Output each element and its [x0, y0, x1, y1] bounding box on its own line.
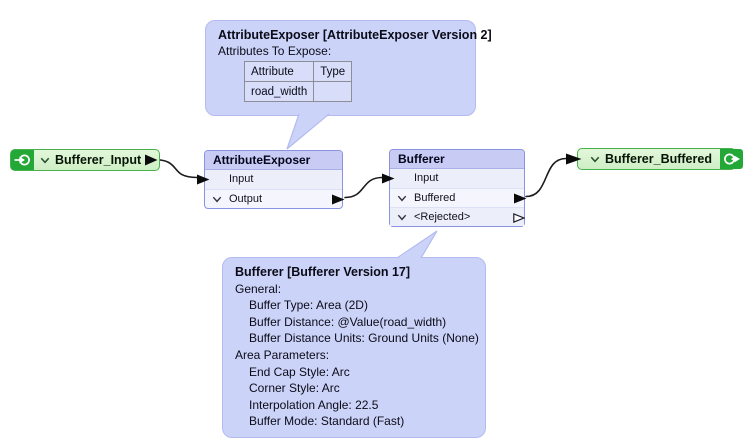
bufferer-annotation: Bufferer [Bufferer Version 17] General: … [222, 257, 486, 438]
annotation-line: Buffer Mode: Standard (Fast) [249, 414, 405, 429]
table-cell-attribute: road_width [243, 81, 315, 102]
output-port-icon[interactable] [332, 194, 345, 205]
output-port-icon[interactable] [145, 154, 158, 166]
port-row-input[interactable]: Input [382, 169, 524, 188]
input-port-icon[interactable] [382, 173, 395, 184]
rejected-port-icon[interactable] [513, 212, 526, 223]
chevron-down-icon[interactable] [212, 196, 222, 203]
port-row-input[interactable]: Input [197, 170, 342, 189]
source-input-icon [11, 150, 34, 170]
attributes-to-expose-table: Attribute Type road_width [243, 61, 353, 102]
table-cell-type [313, 81, 353, 102]
chevron-down-icon[interactable] [397, 195, 407, 202]
port-label: Input [414, 172, 439, 184]
port-label: Input [229, 173, 254, 185]
input-port-icon[interactable] [197, 174, 210, 185]
output-connector-node[interactable]: Bufferer_Buffered [566, 148, 743, 170]
annotation-tail [397, 231, 437, 259]
port-label: <Rejected> [414, 211, 471, 223]
annotation-line: General: [235, 281, 282, 296]
attributeexposer-node-title[interactable]: AttributeExposer [205, 151, 342, 170]
bufferer-node[interactable]: Bufferer Input Buffered <Rejected> [382, 149, 527, 227]
annotation-line: Buffer Type: Area (2D) [249, 298, 368, 313]
annotation-subtitle: Attributes To Expose: [218, 44, 332, 58]
annotation-title: Bufferer [Bufferer Version 17] [235, 265, 411, 279]
annotation-title: AttributeExposer [AttributeExposer Versi… [218, 28, 492, 42]
port-label: Output [229, 193, 263, 205]
chevron-down-icon[interactable] [397, 214, 407, 221]
annotation-line: Interpolation Angle: 22.5 [249, 397, 379, 412]
port-row-output[interactable]: Output [205, 189, 345, 208]
annotation-tail [287, 113, 329, 149]
annotation-line: Area Parameters: [235, 347, 330, 362]
port-row-buffered[interactable]: Buffered [390, 188, 527, 207]
port-row-rejected[interactable]: <Rejected> [390, 207, 526, 226]
attributeexposer-annotation: AttributeExposer [AttributeExposer Versi… [205, 20, 492, 116]
output-port-icon[interactable] [514, 193, 527, 204]
port-label: Buffered [414, 192, 456, 204]
attributeexposer-node[interactable]: AttributeExposer Input Output [197, 150, 345, 209]
annotation-line: End Cap Style: Arc [249, 364, 350, 379]
input-connector-node[interactable]: Bufferer_Input [10, 149, 160, 171]
connection-wire[interactable] [525, 157, 567, 198]
annotation-line: Buffer Distance: @Value(road_width) [249, 314, 447, 329]
chevron-down-icon[interactable] [40, 157, 50, 164]
output-connector-label: Bufferer_Buffered [605, 152, 712, 166]
table-header-attribute: Attribute [243, 61, 315, 82]
destination-output-icon [719, 149, 743, 169]
table-row: road_width [243, 81, 353, 102]
connection-wire[interactable] [344, 176, 383, 199]
table-header-type: Type [313, 61, 353, 82]
input-connector-label: Bufferer_Input [55, 153, 142, 167]
annotation-line: Buffer Distance Units: Ground Units (Non… [249, 331, 479, 346]
input-port-icon[interactable] [566, 153, 582, 165]
bufferer-node-title[interactable]: Bufferer [390, 150, 524, 169]
annotation-line: Corner Style: Arc [249, 381, 340, 396]
chevron-down-icon[interactable] [590, 156, 600, 163]
